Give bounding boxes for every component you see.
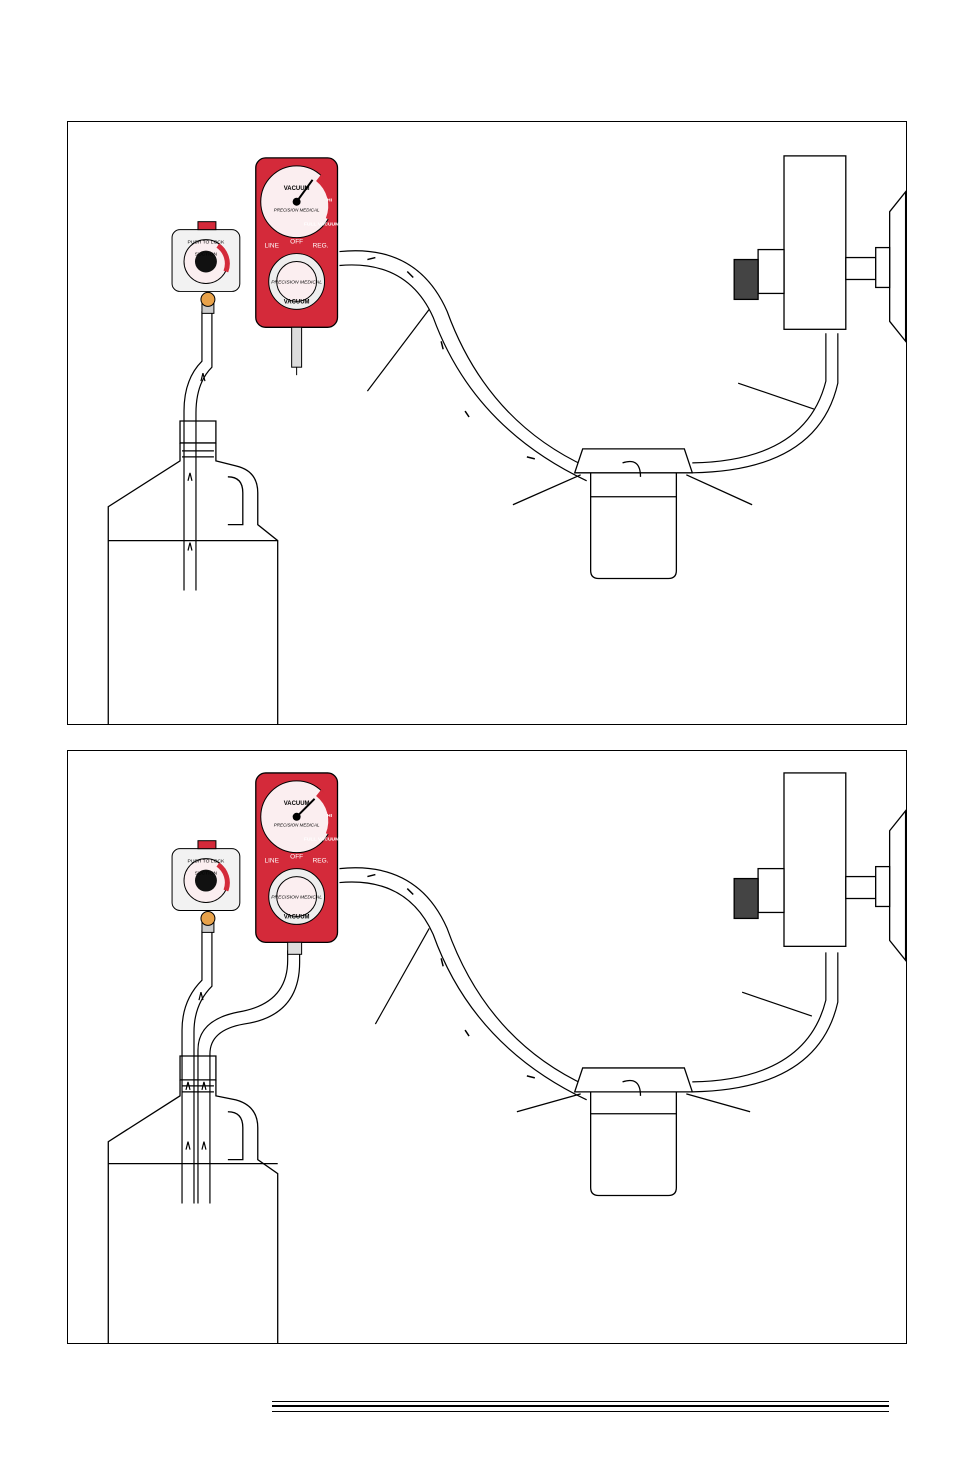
suction-gauge-small: PUSH TO LOCK SUCTION bbox=[172, 222, 240, 314]
regulator-to-trap-tube bbox=[339, 251, 586, 481]
gauge-brand: PRECISION MEDICAL bbox=[274, 823, 320, 828]
selector-off-label: OFF bbox=[290, 239, 303, 246]
diagram-panel-1: PUSH TO LOCK SUCTION VACUUM PRECISION ME… bbox=[67, 121, 907, 725]
small-gauge-label: SUCTION bbox=[195, 871, 218, 877]
gauge-zone-label: FULL VACUUM bbox=[304, 222, 339, 228]
selector-line-label: LINE bbox=[265, 243, 280, 250]
knob-brand: PRECISION MEDICAL bbox=[271, 279, 322, 285]
small-gauge-top-text: PUSH TO LOCK bbox=[188, 240, 226, 246]
footer-rule-middle bbox=[272, 1405, 889, 1407]
trap-to-wall-tube bbox=[692, 333, 838, 473]
selector-reg-label: REG. bbox=[313, 243, 329, 250]
selector-line-label: LINE bbox=[265, 858, 280, 865]
wall-vacuum-outlet bbox=[734, 773, 905, 960]
selector-reg-label: REG. bbox=[313, 858, 329, 865]
small-gauge-label: SUCTION bbox=[195, 252, 218, 258]
panel-2-illustration: PUSH TO LOCK SUCTION VACUUM PRECISION ME… bbox=[68, 751, 906, 1343]
gauge-zone-label: FULL VACUUM bbox=[304, 837, 339, 843]
collection-jug bbox=[108, 421, 277, 724]
suction-gauge-small: PUSH TO LOCK SUCTION bbox=[172, 841, 240, 933]
wall-vacuum-outlet bbox=[734, 156, 905, 341]
overflow-trap bbox=[517, 1068, 750, 1196]
diagram-panel-2: PUSH TO LOCK SUCTION VACUUM PRECISION ME… bbox=[67, 750, 907, 1344]
gauge-brand: PRECISION MEDICAL bbox=[274, 208, 320, 213]
vacuum-regulator: VACUUM PRECISION MEDICAL FULL VACUUM HI … bbox=[256, 773, 339, 954]
overflow-trap bbox=[513, 449, 752, 579]
footer-rule-bottom bbox=[272, 1411, 889, 1412]
selector-off-label: OFF bbox=[290, 854, 303, 861]
vacuum-regulator: VACUUM PRECISION MEDICAL FULL VACUUM HI … bbox=[256, 158, 339, 375]
regulator-to-trap-tube bbox=[339, 868, 586, 1100]
small-gauge-top-text: PUSH TO LOCK bbox=[188, 859, 226, 865]
jug-tubes bbox=[182, 930, 300, 1203]
knob-brand: PRECISION MEDICAL bbox=[271, 895, 322, 901]
knob-vacuum-label: VACUUM bbox=[284, 299, 310, 305]
collection-jug bbox=[108, 1056, 277, 1343]
trap-to-wall-tube bbox=[692, 952, 838, 1092]
footer-rule-top bbox=[272, 1401, 889, 1402]
gauge-vacuum-label: VACUUM bbox=[284, 801, 310, 807]
gauge-hi-label: HI bbox=[327, 198, 333, 204]
jug-cap bbox=[180, 421, 216, 443]
gauge-vacuum-label: VACUUM bbox=[284, 186, 310, 192]
panel-1-illustration: PUSH TO LOCK SUCTION VACUUM PRECISION ME… bbox=[68, 122, 906, 724]
knob-vacuum-label: VACUUM bbox=[284, 914, 310, 920]
gauge-hi-label: HI bbox=[327, 813, 333, 819]
